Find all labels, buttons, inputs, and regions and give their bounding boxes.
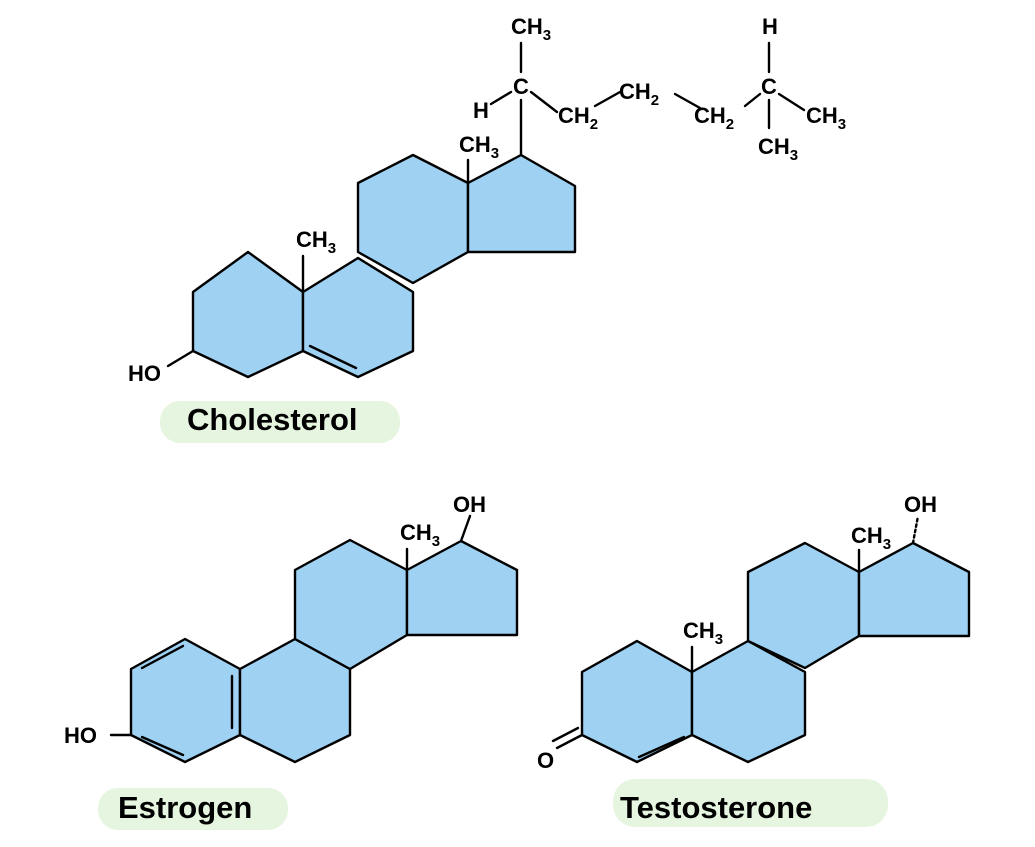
cholesterol-c10-methyl-label: CH3: [296, 227, 336, 257]
estrogen-name-highlight: [98, 788, 288, 830]
cholesterol-c24-ch2-label: CH2: [694, 103, 734, 133]
cholesterol-c13-methyl-label: CH3: [459, 132, 499, 162]
testosterone-oh-label: OH: [904, 492, 937, 517]
cholesterol-c25-label: C: [761, 74, 777, 99]
cholesterol-c20-h-bond: [489, 90, 513, 106]
cholesterol-h-c20-label: H: [473, 98, 489, 123]
cholesterol-ring-a: [191, 250, 305, 379]
cholesterol-double-bond: [308, 344, 358, 370]
cholesterol-structure: HO CH3 CH3 H C CH3 CH2 CH2 CH2 H C CH3 C…: [128, 14, 846, 443]
estrogen-oh-label: OH: [453, 492, 486, 517]
estrogen-ring-d: [405, 539, 519, 637]
estrogen-rings: [129, 538, 519, 764]
cholesterol-c22-ch2-label: CH2: [558, 103, 598, 133]
estrogen-oh-bond: [459, 514, 472, 543]
testosterone-c10-methyl-label: CH3: [683, 618, 723, 648]
cholesterol-c25-methyl2-bond: [777, 92, 806, 112]
estrogen-name: Estrogen: [118, 790, 252, 825]
testosterone-rings: [580, 541, 971, 764]
cholesterol-rings: [191, 153, 577, 379]
testosterone-ring-a: [580, 639, 694, 764]
testosterone-ring-c: [746, 541, 861, 670]
cholesterol-ring-d: [466, 153, 577, 254]
cholesterol-sidechain-bond-4: [743, 92, 762, 108]
cholesterol-name-highlight: [160, 401, 400, 443]
estrogen-aromatic-double-1: [140, 644, 185, 670]
testosterone-c13-methyl-label: CH3: [851, 523, 891, 553]
cholesterol-sidechain-bond-3: [673, 92, 702, 110]
cholesterol-ho-bond: [166, 349, 195, 368]
cholesterol-h-c25-label: H: [762, 14, 778, 39]
cholesterol-c27-methyl-label: CH3: [758, 134, 798, 164]
cholesterol-name: Cholesterol: [187, 402, 358, 437]
estrogen-c13-methyl-label: CH3: [400, 520, 440, 550]
testosterone-ketone-bond-1: [555, 733, 584, 750]
cholesterol-c26-methyl-label: CH3: [806, 103, 846, 133]
cholesterol-c21-methyl-label: CH3: [511, 14, 551, 44]
cholesterol-c23-ch2-label: CH2: [619, 79, 659, 109]
testosterone-oh-hashed-bond: [911, 514, 920, 545]
testosterone-ring-d: [857, 541, 971, 638]
testosterone-ketone-bond-2: [551, 726, 580, 743]
estrogen-ring-a-aromatic: [129, 637, 242, 764]
testosterone-structure: O OH CH3 CH3 Testosterone: [537, 492, 971, 827]
testosterone-o-label: O: [537, 748, 554, 773]
estrogen-aromatic-double-3: [140, 735, 185, 757]
testosterone-name: Testosterone: [620, 790, 812, 825]
cholesterol-ring-c: [356, 153, 470, 285]
cholesterol-ring-b: [301, 256, 415, 379]
testosterone-ring-a-double-bond: [637, 735, 686, 759]
testosterone-name-highlight: [613, 779, 888, 827]
estrogen-ho-label: HO: [64, 723, 97, 748]
cholesterol-ho-label: HO: [128, 361, 161, 386]
cholesterol-sidechain-bond-2: [593, 90, 622, 108]
cholesterol-sidechain-bonds: [529, 90, 559, 114]
estrogen-structure: HO OH CH3 Estrogen: [64, 492, 519, 830]
cholesterol-c20-label: C: [513, 74, 529, 99]
